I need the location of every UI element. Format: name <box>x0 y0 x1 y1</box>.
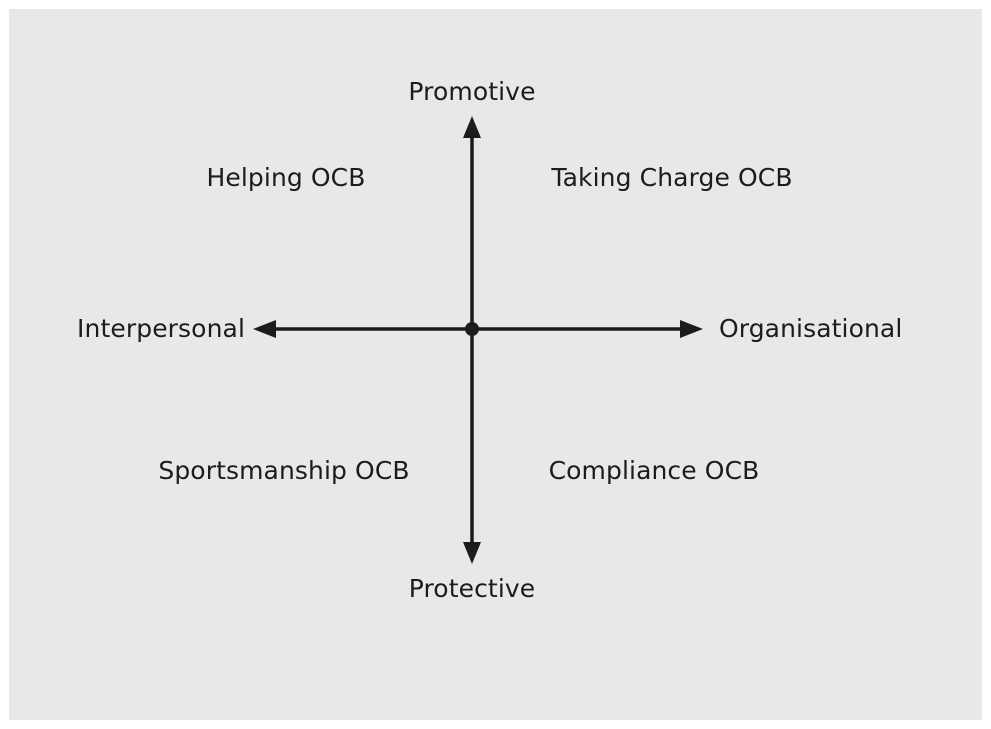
diagram-background <box>9 9 982 720</box>
axis-label-organisational: Organisational <box>719 314 903 343</box>
arrowhead-left <box>253 320 276 338</box>
arrowhead-right <box>680 320 703 338</box>
quadrant-label-sportsmanship: Sportsmanship OCB <box>158 456 410 485</box>
arrowhead-down <box>463 542 481 564</box>
axis-label-interpersonal: Interpersonal <box>77 314 245 343</box>
axis-label-protective: Protective <box>408 574 536 603</box>
quadrant-label-helping: Helping OCB <box>206 163 366 192</box>
axis-label-promotive: Promotive <box>408 77 536 106</box>
arrowhead-up <box>463 116 481 138</box>
quadrant-label-compliance: Compliance OCB <box>548 456 760 485</box>
quadrant-label-taking-charge: Taking Charge OCB <box>551 163 793 192</box>
origin-dot <box>465 322 479 336</box>
